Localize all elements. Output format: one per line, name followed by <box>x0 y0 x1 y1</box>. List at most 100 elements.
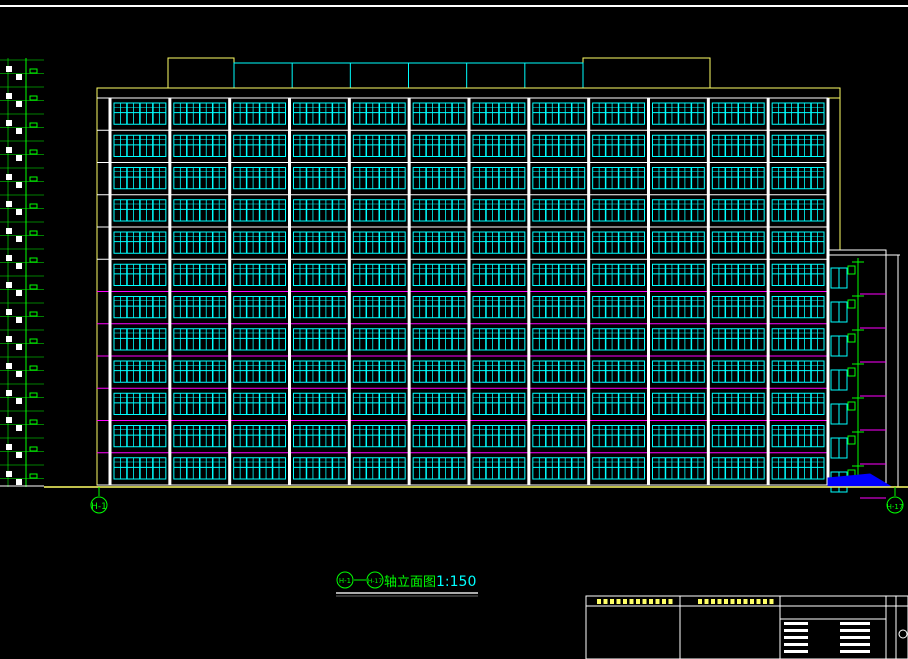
dim-text-mark <box>29 419 38 425</box>
tb-glyph <box>616 599 621 604</box>
dim-label-mark <box>16 155 22 161</box>
dim-text-mark <box>29 311 38 317</box>
dim-label-mark <box>16 74 22 80</box>
dim-text-mark <box>29 230 38 236</box>
building-elevation <box>96 57 841 486</box>
tb-row-glyph <box>840 643 870 646</box>
dim-label-mark <box>6 174 12 180</box>
dim-text-mark <box>29 257 38 263</box>
dim-text-mark <box>29 149 38 155</box>
dim-label-mark <box>6 120 12 126</box>
axis-label-right: H-17 <box>887 503 904 511</box>
tb-row-glyph <box>840 622 870 625</box>
annex-dim-box <box>847 401 856 411</box>
dim-label-mark <box>6 336 12 342</box>
tb-glyph <box>649 599 653 604</box>
dim-text-mark <box>29 473 38 479</box>
column <box>527 98 531 485</box>
tb-glyph <box>704 599 709 604</box>
title-axis-bubble-start <box>336 571 354 589</box>
dim-text-mark <box>29 203 38 209</box>
dim-label-mark <box>6 228 12 234</box>
tb-mark <box>898 629 908 639</box>
tb-glyph <box>737 599 741 604</box>
dim-label-mark <box>16 344 22 350</box>
tb-glyph <box>668 599 673 604</box>
column <box>108 98 112 485</box>
dim-text-mark <box>29 392 38 398</box>
annex-dim-box <box>847 367 856 377</box>
dim-text-mark <box>29 68 38 74</box>
tb-row-glyph <box>784 650 808 653</box>
dim-text-mark <box>29 365 38 371</box>
dim-label-mark <box>16 263 22 269</box>
title-block <box>585 595 908 659</box>
dim-label-mark <box>16 128 22 134</box>
tb-glyph <box>603 599 608 604</box>
annex-dim-box <box>847 299 856 309</box>
tb-glyph <box>743 599 748 604</box>
annex-blue-mark <box>827 473 892 487</box>
annex-dim-box <box>847 333 856 343</box>
tb-glyph <box>610 599 614 604</box>
axis-label-left: H-1 <box>91 502 107 512</box>
title-block-text-marks <box>597 599 908 653</box>
dim-label-mark <box>6 444 12 450</box>
dim-label-mark <box>6 417 12 423</box>
tb-row-glyph <box>784 643 808 646</box>
dim-label-mark <box>6 255 12 261</box>
column <box>347 98 351 485</box>
tb-row-glyph <box>840 636 870 639</box>
column <box>168 98 172 485</box>
title-block-frame <box>585 595 908 659</box>
dim-label-mark <box>16 479 22 485</box>
tb-glyph <box>717 599 722 604</box>
dim-label-mark <box>16 425 22 431</box>
title-scale: 1:150 <box>436 574 476 590</box>
annex-dim-box <box>847 265 856 275</box>
dim-label-mark <box>6 309 12 315</box>
tb-row-glyph <box>784 629 808 632</box>
tb-glyph <box>655 599 660 604</box>
dim-label-mark <box>6 282 12 288</box>
dim-label-mark <box>16 182 22 188</box>
dim-text-mark <box>29 338 38 344</box>
tb-glyph <box>730 599 735 604</box>
dim-label-mark <box>16 209 22 215</box>
column <box>766 98 770 485</box>
tb-glyph <box>724 599 728 604</box>
tb-glyph <box>597 599 601 604</box>
tb-glyph <box>698 599 702 604</box>
title-axis-bubble-end <box>366 571 384 589</box>
axis-bubble-left <box>90 496 108 514</box>
dim-label-mark <box>6 471 12 477</box>
column <box>587 98 591 485</box>
dim-text-mark <box>29 122 38 128</box>
tb-glyph <box>711 599 715 604</box>
column <box>228 98 232 485</box>
drawing-title: H-1 H-17 轴立面图 1:150 <box>336 571 478 597</box>
left-dimension-strip <box>0 58 44 487</box>
dim-label-mark <box>16 101 22 107</box>
tb-glyph <box>662 599 666 604</box>
dim-label-mark <box>16 290 22 296</box>
dim-label-mark <box>6 363 12 369</box>
tb-glyph <box>642 599 647 604</box>
dim-label-mark <box>6 93 12 99</box>
dim-text-mark <box>29 284 38 290</box>
column <box>706 98 710 485</box>
column <box>647 98 650 485</box>
column <box>407 98 411 485</box>
dim-text-mark <box>29 95 38 101</box>
dim-text-mark <box>29 176 38 182</box>
dim-label-mark <box>16 398 22 404</box>
dim-label-mark <box>6 66 12 72</box>
tb-glyph <box>750 599 754 604</box>
dim-label-mark <box>16 452 22 458</box>
tb-glyph <box>769 599 774 604</box>
axis-bubble-right <box>886 496 904 514</box>
title-text: 轴立面图 <box>384 575 436 590</box>
tb-glyph <box>756 599 761 604</box>
